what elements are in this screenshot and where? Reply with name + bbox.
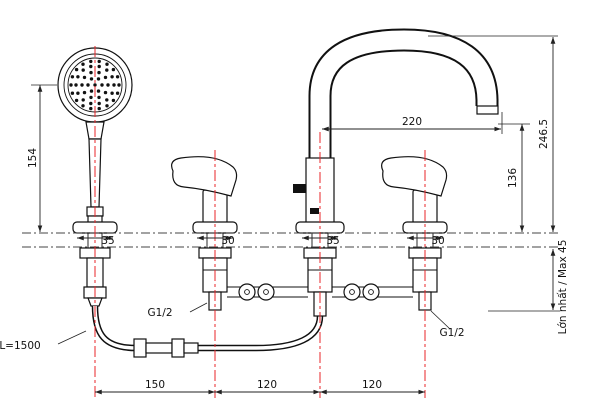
- dim-left-handle-base: 30: [197, 235, 235, 247]
- underdeck-piping: [227, 283, 413, 301]
- spout-outlet-tip: [476, 105, 499, 115]
- thread-right-label: G1/2: [439, 327, 464, 339]
- thread-left-label: G1/2: [147, 307, 172, 319]
- dim-shower-height-label: 154: [27, 148, 39, 168]
- union-nut: [257, 283, 275, 301]
- leader-line: [430, 310, 451, 330]
- union-nut: [362, 283, 380, 301]
- hose-length-label: L=1500: [0, 340, 41, 352]
- union-nut: [343, 283, 361, 301]
- hose-check-valve: [133, 338, 199, 358]
- lever-handle: [171, 156, 238, 224]
- dim-pitch-120b-label: 120: [362, 379, 382, 391]
- dim-right-handle-base-label: 30: [431, 235, 444, 247]
- dim-overall-height-label: 246.5: [538, 119, 550, 149]
- dim-shower-base: 35: [77, 235, 115, 247]
- dim-spout-base-label: 35: [326, 235, 339, 247]
- deck-lines: [22, 232, 558, 248]
- centerlines: [94, 46, 426, 398]
- dim-outlet-height: 136: [498, 123, 530, 232]
- dim-shower-base-label: 35: [101, 235, 114, 247]
- dim-overall-height: 246.5: [428, 35, 558, 232]
- lever-grip: [171, 156, 238, 197]
- diverter-knob: [293, 184, 306, 193]
- leader-line: [57, 330, 87, 345]
- dim-spout-base: 35: [302, 235, 340, 247]
- label-thread-left: G1/2: [147, 302, 208, 319]
- dim-max-deck-thickness: Lớn nhất / Max 45: [488, 240, 569, 335]
- dim-right-handle-base: 30: [407, 235, 445, 247]
- hose-outer: [91, 305, 324, 352]
- union-nut: [238, 283, 256, 301]
- spout-tube-inner: [310, 30, 497, 165]
- leader-line: [189, 302, 208, 313]
- dim-pitch-150-label: 150: [145, 379, 165, 391]
- check-valve-body: [145, 342, 173, 354]
- label-thread-right: G1/2: [430, 310, 465, 339]
- dim-shower-height: 154: [27, 84, 57, 232]
- union-dot: [349, 289, 355, 295]
- dim-max-deck-label: Lớn nhất / Max 45: [557, 240, 569, 335]
- dim-outlet-height-label: 136: [507, 168, 519, 188]
- dim-spout-reach: 220: [322, 112, 503, 134]
- lever-handle: [381, 156, 448, 224]
- union-dot: [244, 289, 250, 295]
- spray-nozzles-icon: [69, 59, 121, 111]
- shower-hose: [91, 305, 324, 358]
- label-hose-length: L=1500: [0, 330, 87, 352]
- hose-inner: [93, 305, 322, 350]
- dim-pitch-120a-label: 120: [257, 379, 277, 391]
- check-valve-nut-left: [133, 338, 147, 358]
- check-valve-tail: [183, 342, 199, 354]
- dim-spout-reach-label: 220: [402, 116, 422, 128]
- dim-pitch-bottom: 150 120 120: [95, 379, 425, 395]
- spout-body-mark: [310, 208, 319, 214]
- union-dot: [263, 289, 269, 295]
- union-dot: [368, 289, 374, 295]
- dim-left-handle-base-label: 30: [221, 235, 234, 247]
- check-valve-nut-right: [171, 338, 185, 358]
